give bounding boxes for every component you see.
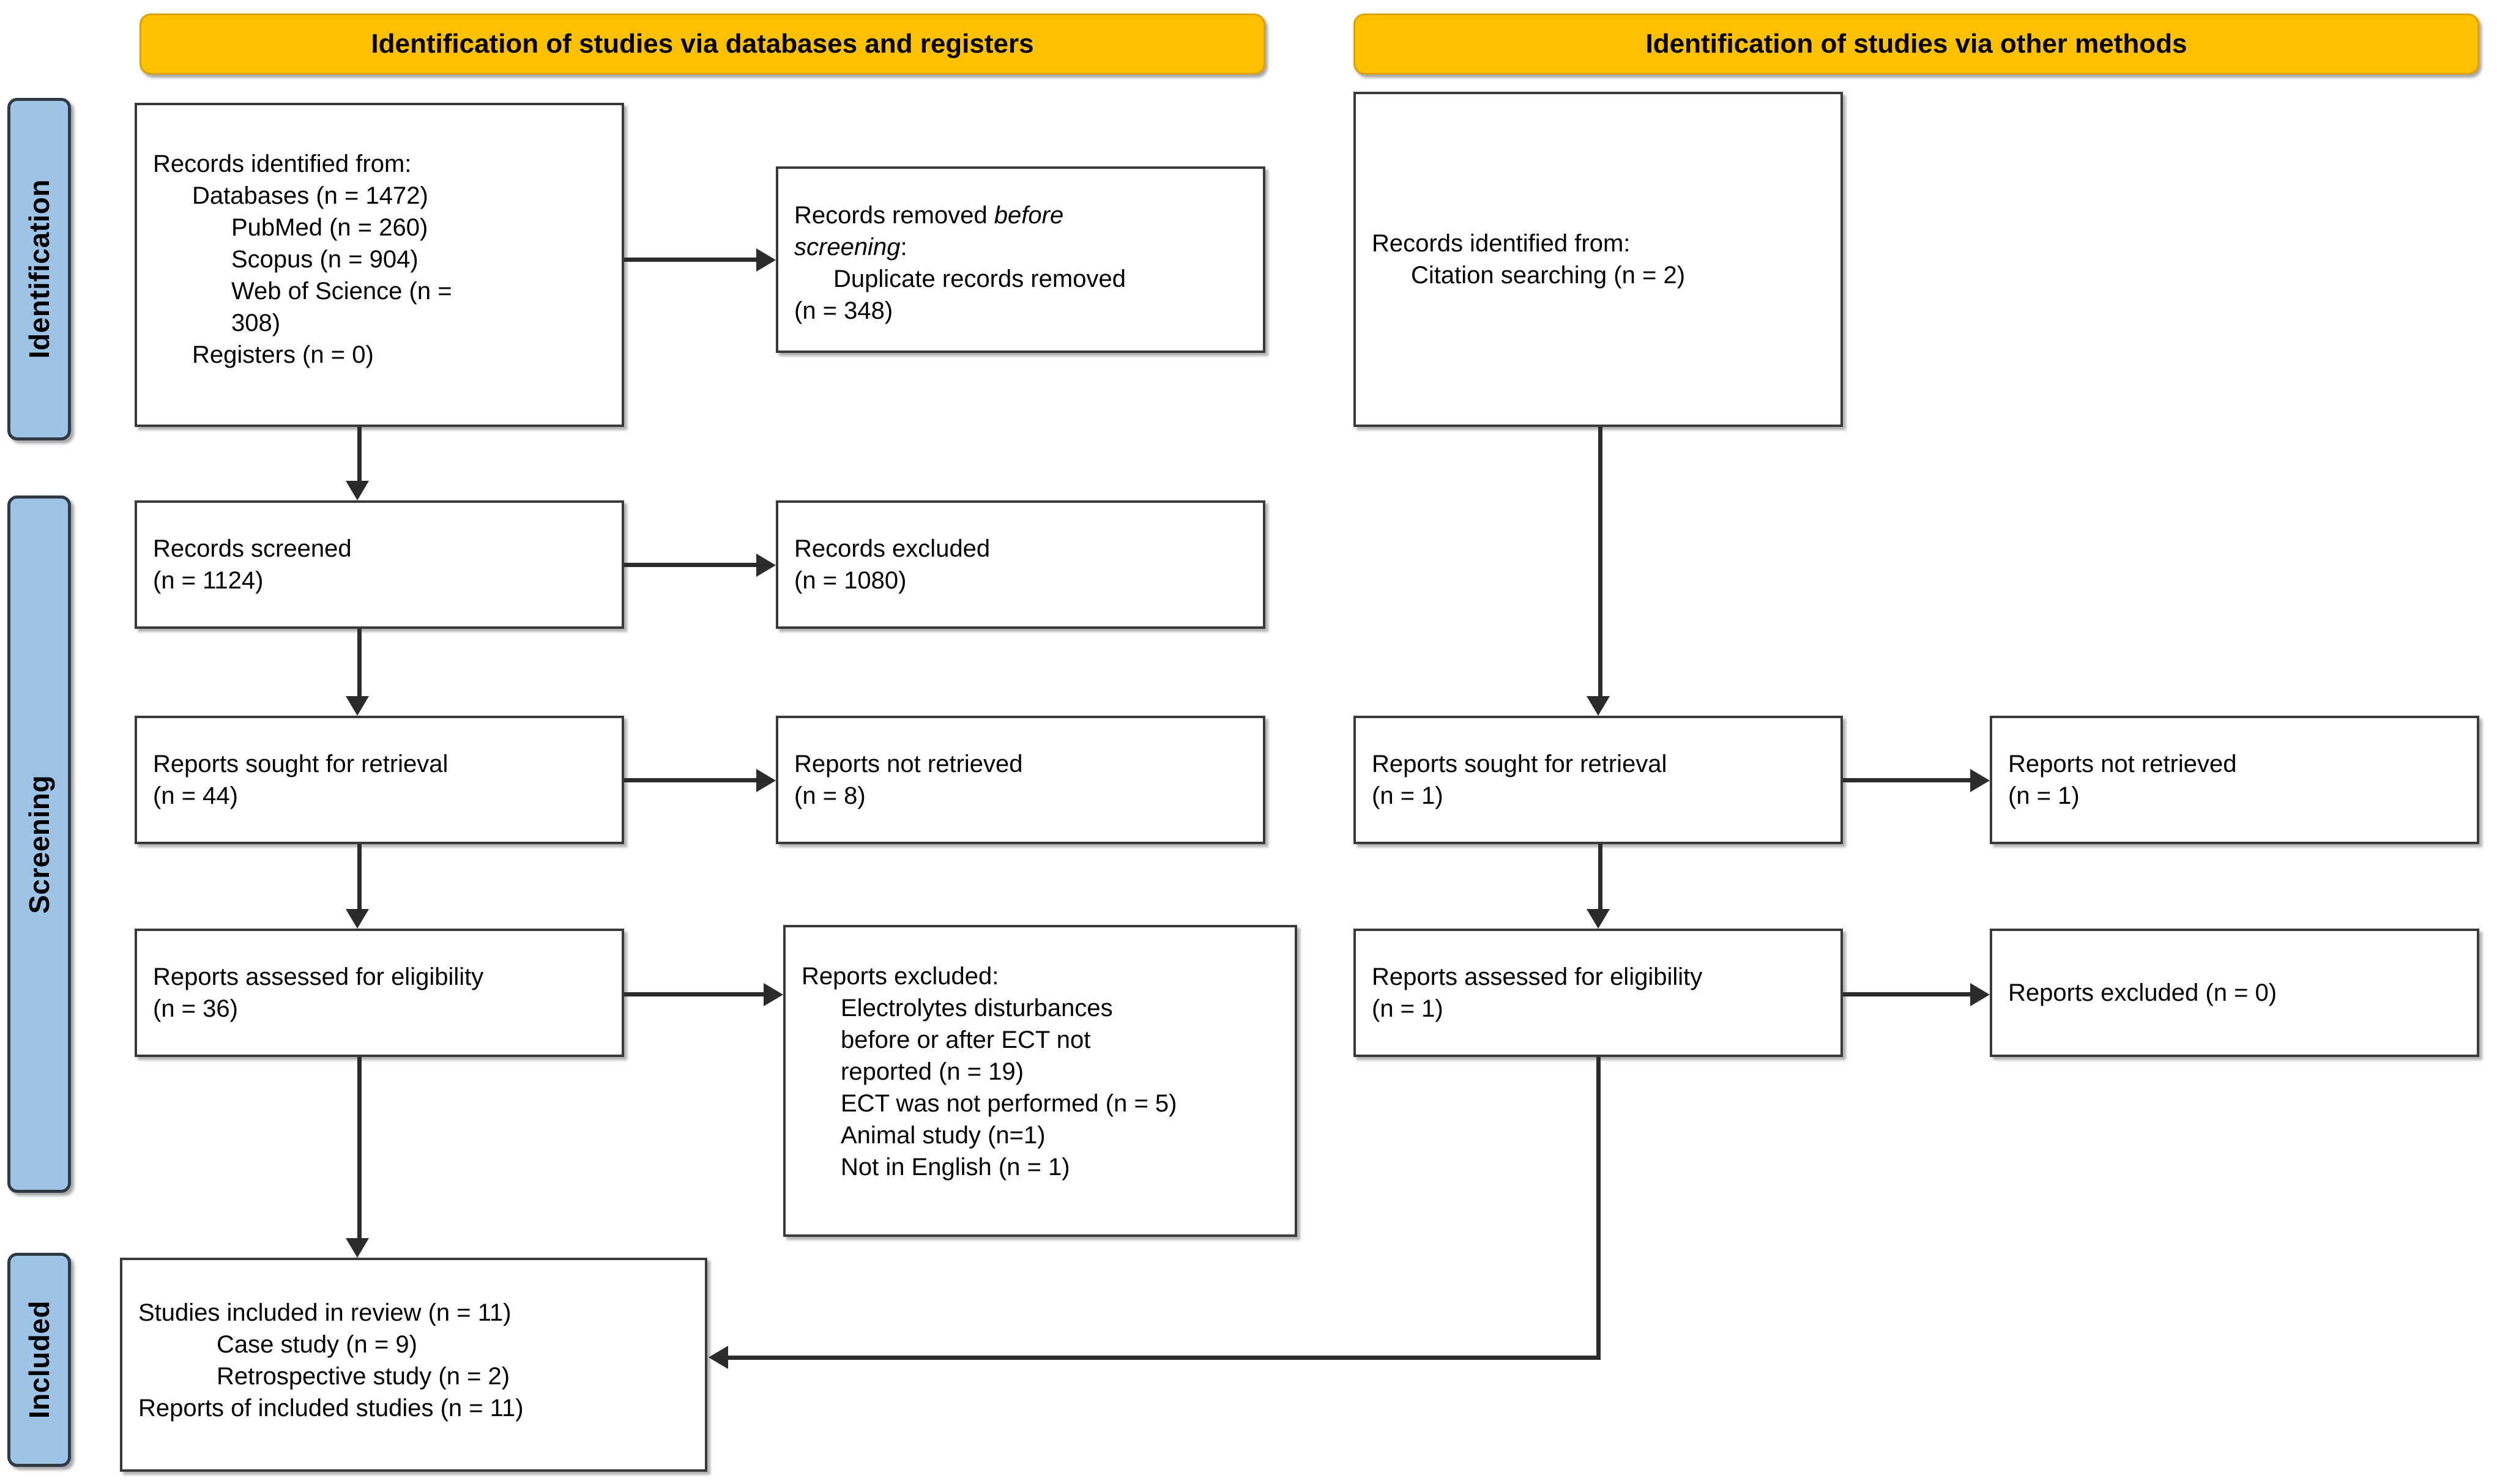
records-identified-registers: Registers (n = 0) [192,341,374,368]
reports-sought-right-count: (n = 1) [1372,782,1443,809]
arrowhead-sought-to-notretrieved-right [1970,769,1990,792]
box-records-identified-other: Records identified from: Citation search… [1353,92,1843,427]
studies-included-case-study: Case study (n = 9) [217,1331,417,1358]
banner-other-methods-label: Identification of studies via other meth… [1645,28,2187,59]
reports-sought-left-count: (n = 44) [153,782,238,809]
records-removed-count: (n = 348) [794,297,893,324]
stage-screening: Screening [7,495,71,1193]
arrowhead-sought-to-assessed-left [346,909,369,929]
box-reports-assessed-left: Reports assessed for eligibility (n = 36… [135,929,624,1057]
arrowhead-assessed-to-excluded-left [764,983,783,1006]
banner-databases-registers-label: Identification of studies via databases … [371,28,1034,59]
records-removed-line1: Records removed before [794,199,1247,231]
reports-assessed-left-label: Reports assessed for eligibility [153,963,484,990]
box-reports-not-retrieved-right: Reports not retrieved (n = 1) [1990,716,2479,844]
arrowhead-identified-to-removed [756,248,776,272]
studies-included-retrospective: Retrospective study (n = 2) [217,1363,510,1390]
connector-sought-to-assessed-right [1598,844,1602,909]
records-identified-webofscience-count: 308) [231,310,281,336]
arrowhead-sought-to-notretrieved-left [756,769,776,792]
connector-identified-to-screened [357,427,362,481]
connector-screened-to-sought-left [357,629,362,696]
stage-screening-label: Screening [23,774,55,914]
arrowhead-identified-to-sought-right [1587,696,1610,716]
box-records-identified-databases: Records identified from: Databases (n = … [135,103,624,427]
banner-other-methods: Identification of studies via other meth… [1353,13,2479,75]
connector-identified-to-removed [624,258,756,262]
box-reports-excluded-right: Reports excluded (n = 0) [1990,929,2479,1057]
box-reports-not-retrieved-left: Reports not retrieved (n = 8) [776,716,1265,844]
records-identified-webofscience: Web of Science (n = [231,278,452,305]
box-reports-excluded-detailed: Reports excluded: Electrolytes disturban… [783,925,1297,1237]
reports-not-retrieved-left-label: Reports not retrieved [794,751,1023,777]
stage-identification: Identification [7,98,71,440]
records-identified-citation-searching: Citation searching (n = 2) [1411,262,1686,289]
reports-sought-left-label: Reports sought for retrieval [153,751,448,777]
reports-sought-right-label: Reports sought for retrieval [1372,751,1667,777]
reports-assessed-left-count: (n = 36) [153,995,238,1022]
arrowhead-assessed-right-to-included [709,1346,728,1369]
reports-not-retrieved-left-count: (n = 8) [794,782,866,809]
arrowhead-assessed-to-included [346,1238,369,1258]
reports-excluded-reason-3: Animal study (n=1) [841,1122,1046,1149]
arrowhead-sought-to-assessed-right [1587,909,1610,929]
reports-not-retrieved-right-count: (n = 1) [2008,782,2080,809]
box-records-removed-before-screening: Records removed before screening: Duplic… [776,166,1265,353]
reports-excluded-reason-1b: before or after ECT not [841,1026,1091,1053]
reports-excluded-reason-4: Not in English (n = 1) [841,1154,1070,1181]
studies-included-review: Studies included in review (n = 11) [138,1299,512,1326]
records-screened-label: Records screened [153,535,352,562]
connector-screened-to-excluded [624,563,756,567]
connector-assessed-to-excluded-right [1843,992,1970,996]
reports-excluded-reason-2: ECT was not performed (n = 5) [841,1090,1177,1117]
studies-included-reports: Reports of included studies (n = 11) [138,1395,524,1422]
stage-included: Included [7,1253,71,1467]
box-studies-included: Studies included in review (n = 11) Case… [120,1258,707,1472]
records-excluded-count: (n = 1080) [794,567,907,594]
box-reports-assessed-right: Reports assessed for eligibility (n = 1) [1353,929,1843,1057]
records-identified-pubmed: PubMed (n = 260) [231,214,428,241]
box-records-excluded: Records excluded (n = 1080) [776,500,1265,629]
connector-assessed-right-to-included-horizontal [728,1356,1601,1360]
records-identified-title: Records identified from: [153,150,412,177]
box-reports-sought-left: Reports sought for retrieval (n = 44) [135,716,624,844]
connector-assessed-to-excluded-left [624,992,764,996]
records-removed-line2: screening: [794,231,1247,263]
stage-identification-label: Identification [23,179,55,359]
reports-assessed-right-label: Reports assessed for eligibility [1372,963,1703,990]
connector-assessed-right-to-included-vertical [1596,1057,1601,1358]
records-removed-line2-italic: screening [794,234,901,261]
records-identified-databases: Databases (n = 1472) [192,182,428,209]
arrowhead-identified-to-screened [346,481,369,500]
banner-databases-registers: Identification of studies via databases … [140,13,1265,75]
arrowhead-screened-to-excluded [756,554,776,577]
reports-excluded-reason-1a: Electrolytes disturbances [841,995,1113,1022]
box-reports-sought-right: Reports sought for retrieval (n = 1) [1353,716,1843,844]
connector-sought-to-notretrieved-right [1843,778,1970,782]
records-removed-line2-plain: : [900,234,907,261]
records-removed-line1-plain: Records removed [794,202,994,229]
reports-excluded-title: Reports excluded: [802,963,999,990]
connector-identified-to-sought-right [1598,427,1602,696]
records-removed-duplicates: Duplicate records removed [833,265,1126,292]
records-excluded-label: Records excluded [794,535,991,562]
arrowhead-screened-to-sought-left [346,696,369,716]
arrowhead-assessed-to-excluded-right [1970,983,1990,1006]
records-identified-other-title: Records identified from: [1372,230,1631,257]
box-records-screened: Records screened (n = 1124) [135,500,624,629]
connector-sought-to-notretrieved-left [624,778,756,782]
connector-sought-to-assessed-left [357,844,362,909]
records-screened-count: (n = 1124) [153,567,264,594]
connector-assessed-to-included [357,1057,362,1238]
reports-excluded-reason-1c: reported (n = 19) [841,1058,1024,1085]
reports-not-retrieved-right-label: Reports not retrieved [2008,751,2237,777]
stage-included-label: Included [23,1300,55,1419]
reports-assessed-right-count: (n = 1) [1372,995,1443,1022]
records-identified-scopus: Scopus (n = 904) [231,246,419,273]
records-removed-line1-italic: before [994,202,1064,229]
reports-excluded-right-label: Reports excluded (n = 0) [2008,979,2277,1006]
